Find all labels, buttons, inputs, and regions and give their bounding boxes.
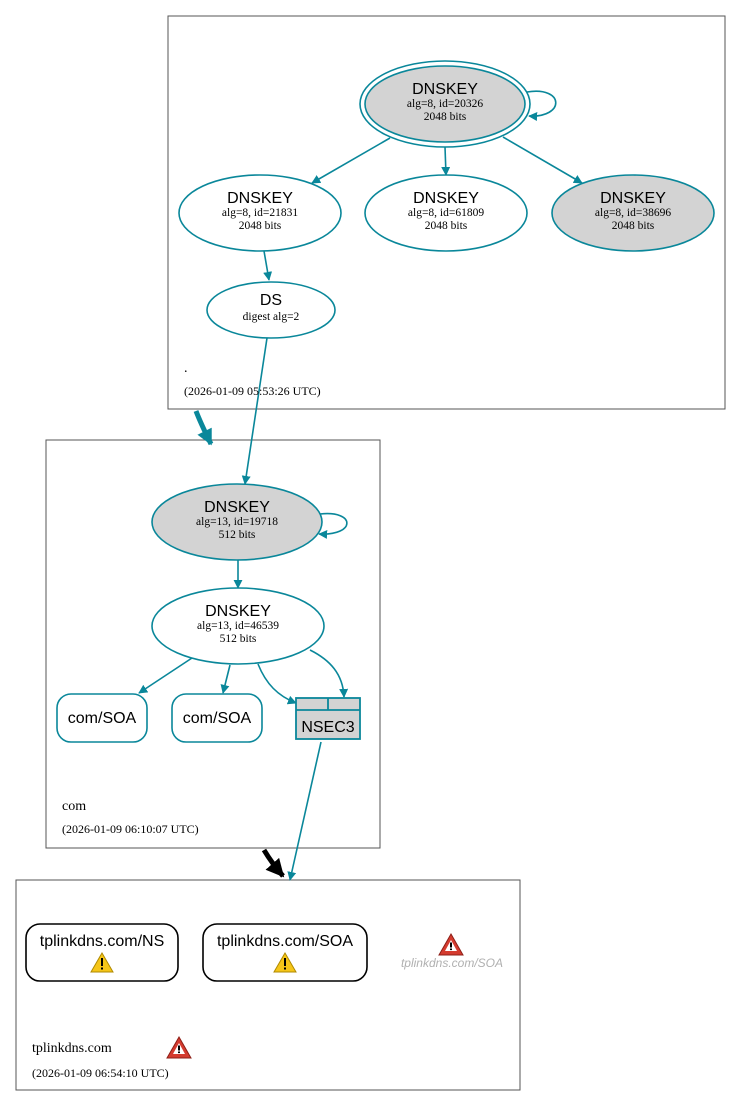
root-zsk-1-node[interactable]: DNSKEY alg=8, id=21831 2048 bits bbox=[178, 174, 342, 252]
node-key-params: alg=8, id=38696 bbox=[595, 207, 671, 219]
zone-com-timestamp: (2026-01-09 06:10:07 UTC) bbox=[62, 822, 199, 836]
node-digest-label: digest alg=2 bbox=[243, 311, 300, 323]
edge-root-ksk-to-zsk2 bbox=[441, 146, 451, 176]
com-soa-2-node[interactable]: com/SOA bbox=[171, 693, 263, 743]
rrset-label: com/SOA bbox=[183, 710, 252, 727]
node-key-size: 512 bits bbox=[219, 529, 256, 541]
node-type-label: DNSKEY bbox=[412, 81, 478, 98]
node-type-label: DNSKEY bbox=[413, 190, 479, 207]
zone-tplinkdns-timestamp: (2026-01-09 06:54:10 UTC) bbox=[32, 1066, 169, 1080]
edge-com-zsk-to-soa1 bbox=[138, 657, 193, 694]
edge-nsec3-to-tplinkdns bbox=[287, 741, 322, 881]
edge-ds-to-com-ksk bbox=[241, 337, 268, 485]
edge-delegation-com-tplinkdns bbox=[261, 848, 285, 878]
node-key-size: 512 bits bbox=[220, 633, 257, 645]
node-type-label: DNSKEY bbox=[600, 190, 666, 207]
edge-com-zsk-to-soa2 bbox=[220, 664, 231, 694]
zone-root-timestamp: (2026-01-09 05:53:26 UTC) bbox=[184, 384, 321, 398]
edge-delegation-root-com bbox=[193, 410, 214, 446]
nsec3-label: NSEC3 bbox=[301, 719, 354, 736]
zone-tplinkdns-name: tplinkdns.com bbox=[32, 1041, 112, 1056]
root-zsk-2-node[interactable]: DNSKEY alg=8, id=61809 2048 bits bbox=[364, 174, 528, 252]
edge-zsk1-to-ds bbox=[263, 250, 273, 281]
rrset-label: com/SOA bbox=[68, 710, 137, 727]
edge-root-ksk-to-zsk1 bbox=[311, 137, 391, 184]
node-key-size: 2048 bits bbox=[424, 111, 467, 123]
com-nsec3-node[interactable]: NSEC3 bbox=[295, 697, 361, 740]
root-zsk-3-node[interactable]: DNSKEY alg=8, id=38696 2048 bits bbox=[551, 174, 715, 252]
node-type-label: DS bbox=[260, 292, 282, 309]
zone-com-name: com bbox=[62, 799, 86, 814]
node-key-size: 2048 bits bbox=[612, 220, 655, 232]
rrset-label: tplinkdns.com/SOA bbox=[217, 933, 353, 950]
node-key-size: 2048 bits bbox=[239, 220, 282, 232]
warning-icon bbox=[273, 952, 297, 973]
zone-error-icon bbox=[166, 1035, 192, 1059]
edge-root-ksk-self bbox=[526, 90, 557, 121]
tplinkdns-soa-ghost-node[interactable]: tplinkdns.com/SOA bbox=[401, 932, 503, 970]
node-type-label: DNSKEY bbox=[205, 603, 271, 620]
com-soa-1-node[interactable]: com/SOA bbox=[56, 693, 148, 743]
node-key-params: alg=8, id=61809 bbox=[408, 207, 484, 219]
edge-com-zsk-to-nsec3-b bbox=[309, 649, 349, 698]
node-type-label: DNSKEY bbox=[204, 499, 270, 516]
node-key-params: alg=8, id=21831 bbox=[222, 207, 298, 219]
root-ksk-node[interactable]: DNSKEY alg=8, id=20326 2048 bits bbox=[359, 60, 531, 148]
zone-tplinkdns-box bbox=[15, 879, 521, 1091]
zone-root-name: . bbox=[184, 361, 188, 376]
com-ds-node[interactable]: DS digest alg=2 bbox=[206, 281, 336, 339]
node-key-params: alg=8, id=20326 bbox=[407, 98, 483, 110]
node-key-params: alg=13, id=19718 bbox=[196, 516, 278, 528]
tplinkdns-ns-node[interactable]: tplinkdns.com/NS bbox=[25, 923, 179, 982]
com-zsk-node[interactable]: DNSKEY alg=13, id=46539 512 bits bbox=[151, 587, 325, 665]
zone-com-box bbox=[45, 439, 381, 849]
node-key-size: 2048 bits bbox=[425, 220, 468, 232]
warning-icon bbox=[90, 952, 114, 973]
edge-com-zsk-to-nsec3-a bbox=[257, 663, 297, 705]
com-ksk-node[interactable]: DNSKEY alg=13, id=19718 512 bits bbox=[151, 483, 323, 561]
rrset-label: tplinkdns.com/SOA bbox=[401, 956, 503, 970]
node-key-params: alg=13, id=46539 bbox=[197, 620, 279, 632]
error-icon bbox=[438, 932, 464, 956]
zone-root-box bbox=[167, 15, 726, 410]
node-type-label: DNSKEY bbox=[227, 190, 293, 207]
edge-root-ksk-to-zsk3 bbox=[502, 136, 583, 184]
tplinkdns-soa-node[interactable]: tplinkdns.com/SOA bbox=[202, 923, 368, 982]
edge-com-ksk-self bbox=[318, 512, 348, 539]
rrset-label: tplinkdns.com/NS bbox=[40, 933, 165, 950]
